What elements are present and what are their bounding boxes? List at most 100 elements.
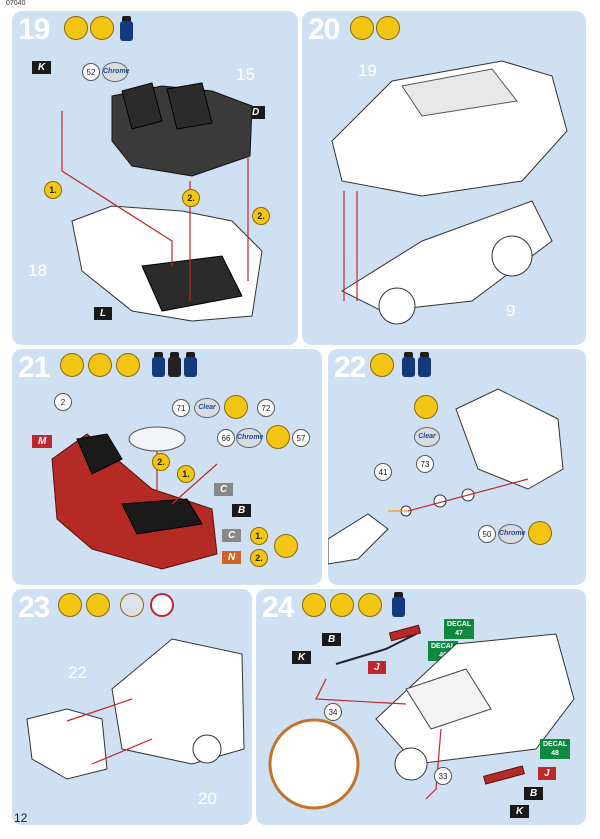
step-22-panel: 22 Clear 41 73 50 Chrome bbox=[328, 349, 586, 585]
paint-brush-icon bbox=[224, 395, 248, 419]
glue-icon bbox=[370, 353, 394, 377]
body-chassis-drawing bbox=[331, 60, 568, 325]
chassis bbox=[340, 200, 553, 325]
guide-line bbox=[425, 728, 442, 800]
part-label-18: 18 bbox=[28, 261, 47, 280]
part-tag-k: K bbox=[510, 805, 530, 818]
sequence-marker: 2. bbox=[182, 189, 200, 207]
headlight-lens bbox=[128, 426, 186, 452]
sequence-marker: 2. bbox=[152, 453, 170, 471]
part-number-72: 72 bbox=[257, 399, 275, 417]
step-number: 22 bbox=[334, 351, 366, 384]
glue-guide-line bbox=[171, 463, 218, 505]
part-number-71: 71 bbox=[172, 399, 190, 417]
part-number-33: 33 bbox=[434, 767, 452, 785]
decal-47-badge: DECAL 47 bbox=[444, 619, 475, 639]
decal-icon bbox=[358, 593, 382, 617]
part-tag-n: N bbox=[222, 551, 242, 564]
page-number: 12 bbox=[14, 811, 28, 825]
step-21-panel: 21 2 71 Clear 72 66 Chrome 57 M 2. 1. C … bbox=[12, 349, 322, 585]
part-number-50: 50 bbox=[478, 525, 496, 543]
step-24-panel: 24 DECAL 47 DECAL 46 B K J 34 DECAL 48 3… bbox=[256, 589, 586, 825]
headlight-assembly-drawing bbox=[328, 388, 564, 565]
part-label-15: 15 bbox=[236, 65, 255, 84]
step-number: 19 bbox=[18, 13, 50, 46]
part-label-19: 19 bbox=[358, 61, 377, 80]
engine-block bbox=[405, 668, 492, 730]
part-number-2: 2 bbox=[54, 393, 72, 411]
kit-code: 07040 bbox=[6, 0, 26, 7]
part-tag-k: K bbox=[32, 61, 52, 74]
paint-jar-icon bbox=[168, 352, 181, 377]
glue-guide-line bbox=[66, 698, 133, 722]
paint-brush-icon bbox=[528, 521, 552, 545]
part-tag-c: C bbox=[214, 483, 234, 496]
part-number-41: 41 bbox=[374, 463, 392, 481]
step-23-panel: 23 22 20 bbox=[12, 589, 252, 825]
tape-icon bbox=[120, 593, 144, 617]
sequence-marker: 2. bbox=[252, 207, 270, 225]
glue-icon bbox=[350, 16, 374, 40]
part-tag-b: B bbox=[524, 787, 544, 800]
red-strut-part bbox=[483, 765, 525, 785]
glue-icon bbox=[64, 16, 88, 40]
hand bbox=[328, 513, 389, 565]
hood-strut bbox=[335, 633, 417, 665]
car-front-body bbox=[455, 388, 564, 490]
guide-line bbox=[315, 678, 407, 705]
part-tag-k: K bbox=[292, 651, 312, 664]
interior-seat-tub-drawing bbox=[61, 82, 263, 322]
red-bumper bbox=[51, 433, 218, 570]
part-number-52: 52 bbox=[82, 63, 100, 81]
front-assembly-drawing bbox=[26, 638, 245, 780]
engine-bay-drawing bbox=[268, 624, 575, 810]
clock-icon bbox=[150, 593, 174, 617]
seat-tub bbox=[111, 82, 253, 177]
part-number-34: 34 bbox=[324, 703, 342, 721]
clear-finish-chip: Clear bbox=[414, 427, 440, 447]
part-label-22: 22 bbox=[68, 663, 87, 682]
glue-icon bbox=[302, 593, 326, 617]
assembly-guide-line bbox=[407, 478, 529, 512]
chrome-finish-chip: Chrome bbox=[236, 428, 263, 448]
paint-jar-icon bbox=[152, 352, 165, 377]
clamp-icon bbox=[376, 16, 400, 40]
front-bumper-drawing bbox=[51, 426, 218, 570]
paint-jar-icon bbox=[392, 592, 405, 617]
step-20-panel: 20 19 9 bbox=[302, 11, 586, 345]
part-tag-l: L bbox=[94, 307, 113, 320]
part-tag-b: B bbox=[322, 633, 342, 646]
paint-brush-icon bbox=[88, 353, 112, 377]
paint-brush-icon bbox=[274, 534, 298, 558]
part-number-57: 57 bbox=[292, 429, 310, 447]
step-19-panel: 19 K 52 Chrome 15 D 1. 2. 2. 18 L bbox=[12, 11, 298, 345]
step-number: 24 bbox=[262, 591, 294, 624]
part-label-9: 9 bbox=[506, 301, 516, 320]
paint-brush-icon bbox=[330, 593, 354, 617]
paint-brush-icon bbox=[414, 395, 438, 419]
red-strut-part bbox=[388, 624, 422, 642]
part-number-66: 66 bbox=[217, 429, 235, 447]
paint-jar-icon bbox=[184, 352, 197, 377]
step-number: 20 bbox=[308, 13, 340, 46]
paint-brush-icon bbox=[86, 593, 110, 617]
part-label-20: 20 bbox=[198, 789, 217, 808]
sequence-marker: 2. bbox=[250, 549, 268, 567]
front-bumper bbox=[26, 708, 108, 780]
paint-brush-icon bbox=[266, 425, 290, 449]
chrome-finish-chip: Chrome bbox=[102, 62, 129, 82]
car-body bbox=[331, 60, 568, 197]
part-number-73: 73 bbox=[416, 455, 434, 473]
decal-icon bbox=[116, 353, 140, 377]
glue-guide-line bbox=[91, 738, 153, 765]
chrome-finish-chip: Chrome bbox=[498, 524, 525, 544]
decal-48-badge: DECAL 48 bbox=[540, 739, 571, 759]
clear-finish-chip: Clear bbox=[194, 398, 220, 418]
sequence-marker: 1. bbox=[44, 181, 62, 199]
paint-jar-icon bbox=[402, 352, 415, 377]
glue-icon bbox=[60, 353, 84, 377]
part-tag-j: J bbox=[368, 661, 386, 674]
glue-guide-line bbox=[61, 111, 173, 266]
step-number: 21 bbox=[18, 351, 50, 384]
sequence-marker: 1. bbox=[177, 465, 195, 483]
